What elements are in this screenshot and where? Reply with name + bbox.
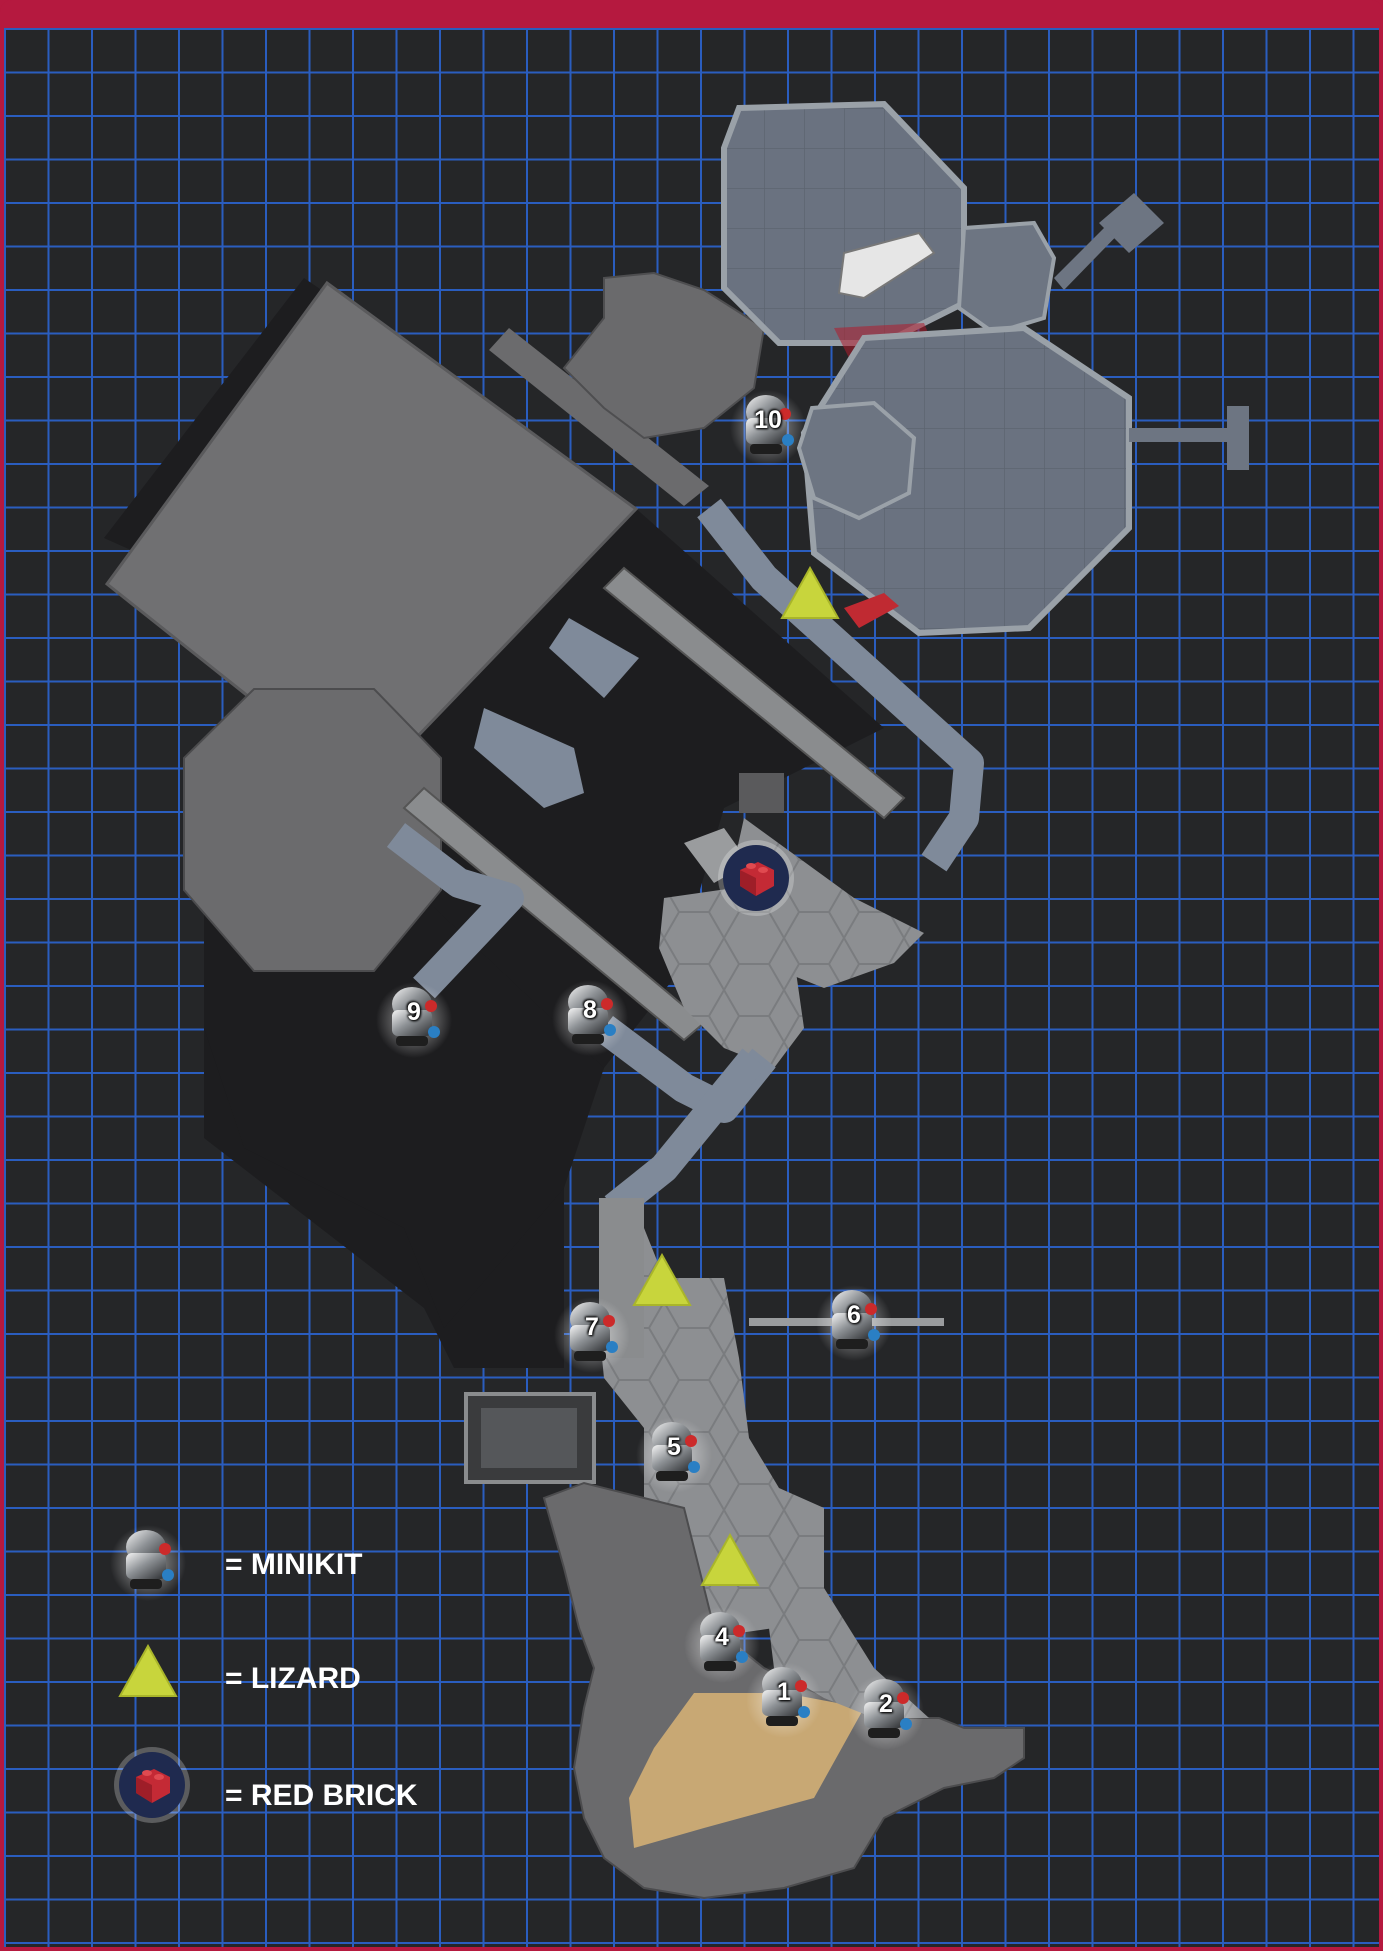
minikit-marker-10[interactable]: 10: [728, 386, 808, 466]
minikit-number: 8: [583, 996, 597, 1024]
legend-lizard-label: = LIZARD: [225, 1662, 361, 1695]
hangar-inner-platform: [796, 400, 917, 521]
cargo-box-2: [474, 708, 584, 808]
minikit-number: 10: [754, 406, 782, 434]
minikit-number: 5: [667, 1433, 681, 1461]
left-walkway: [386, 823, 524, 999]
parked-ship: [837, 231, 936, 300]
minikit-number: 9: [407, 998, 421, 1026]
legend-minikit-label: = MINIKIT: [225, 1548, 363, 1581]
minikit-marker-5[interactable]: 5: [634, 1413, 714, 1493]
dark-crate: [739, 773, 784, 813]
middle-hex-ramp: [659, 888, 804, 1068]
red-brick-icon: [114, 1747, 190, 1823]
minikit-number: 2: [879, 1690, 893, 1718]
conveyor-lower: [402, 786, 706, 1042]
lizard-marker-1[interactable]: [780, 566, 840, 620]
lizard-triangle-icon: [780, 566, 840, 619]
lizard-triangle-icon: [700, 1533, 760, 1586]
minikit-marker-1[interactable]: 1: [744, 1658, 824, 1738]
minikit-marker-2[interactable]: 2: [846, 1670, 926, 1750]
red-ladder: [844, 593, 899, 628]
minikit-canister-icon: [684, 1607, 760, 1683]
minikit-number: 4: [715, 1623, 729, 1651]
minikit-canister-icon: [816, 1285, 892, 1361]
minikit-canister-icon: [376, 982, 452, 1058]
ledge-block: [489, 328, 709, 506]
minikit-number: 1: [777, 1678, 791, 1706]
minikit-canister-icon: [746, 1662, 822, 1738]
lizard-marker-2[interactable]: [632, 1253, 692, 1307]
minikit-marker-4[interactable]: 4: [682, 1603, 762, 1683]
minikit-marker-9[interactable]: 9: [374, 978, 454, 1058]
sand-ramp: [629, 1693, 864, 1848]
top-hangar: [721, 100, 967, 346]
minikit-marker-8[interactable]: 8: [550, 976, 630, 1056]
small-building-roof: [481, 1408, 577, 1468]
conveyor-upper: [602, 566, 906, 820]
minikit-canister-icon: [552, 980, 628, 1056]
lizard-triangle-icon: [118, 1644, 178, 1697]
cargo-box-1: [549, 618, 639, 698]
level-map: 10 9 8 7 6 5 4 1: [4, 28, 1379, 1947]
hangar-connector: [1129, 428, 1249, 442]
minikit-canister-icon: [554, 1297, 630, 1373]
minikit-canister-icon: [636, 1417, 712, 1493]
minikit-marker-6[interactable]: 6: [814, 1281, 894, 1361]
legend-red-brick-label: = RED BRICK: [225, 1779, 418, 1812]
red-brick-marker[interactable]: [716, 838, 796, 918]
lower-walkway-2: [604, 1048, 766, 1220]
minikit-number: 7: [585, 1313, 599, 1341]
minikit-canister-icon: [848, 1674, 924, 1750]
minikit-canister-icon: [730, 390, 806, 466]
minikit-canister-icon: [110, 1525, 186, 1601]
upper-walkway: [697, 498, 984, 872]
lizard-triangle-icon: [632, 1253, 692, 1306]
upper-rock: [562, 271, 766, 440]
side-platform: [956, 220, 1057, 336]
hangar-tower: [1227, 406, 1249, 470]
lizard-marker-3[interactable]: [700, 1533, 760, 1587]
antenna-dish: [1099, 193, 1164, 253]
minikit-number: 6: [847, 1301, 861, 1329]
minikit-marker-7[interactable]: 7: [552, 1293, 632, 1373]
octagon-rock: [183, 688, 442, 972]
